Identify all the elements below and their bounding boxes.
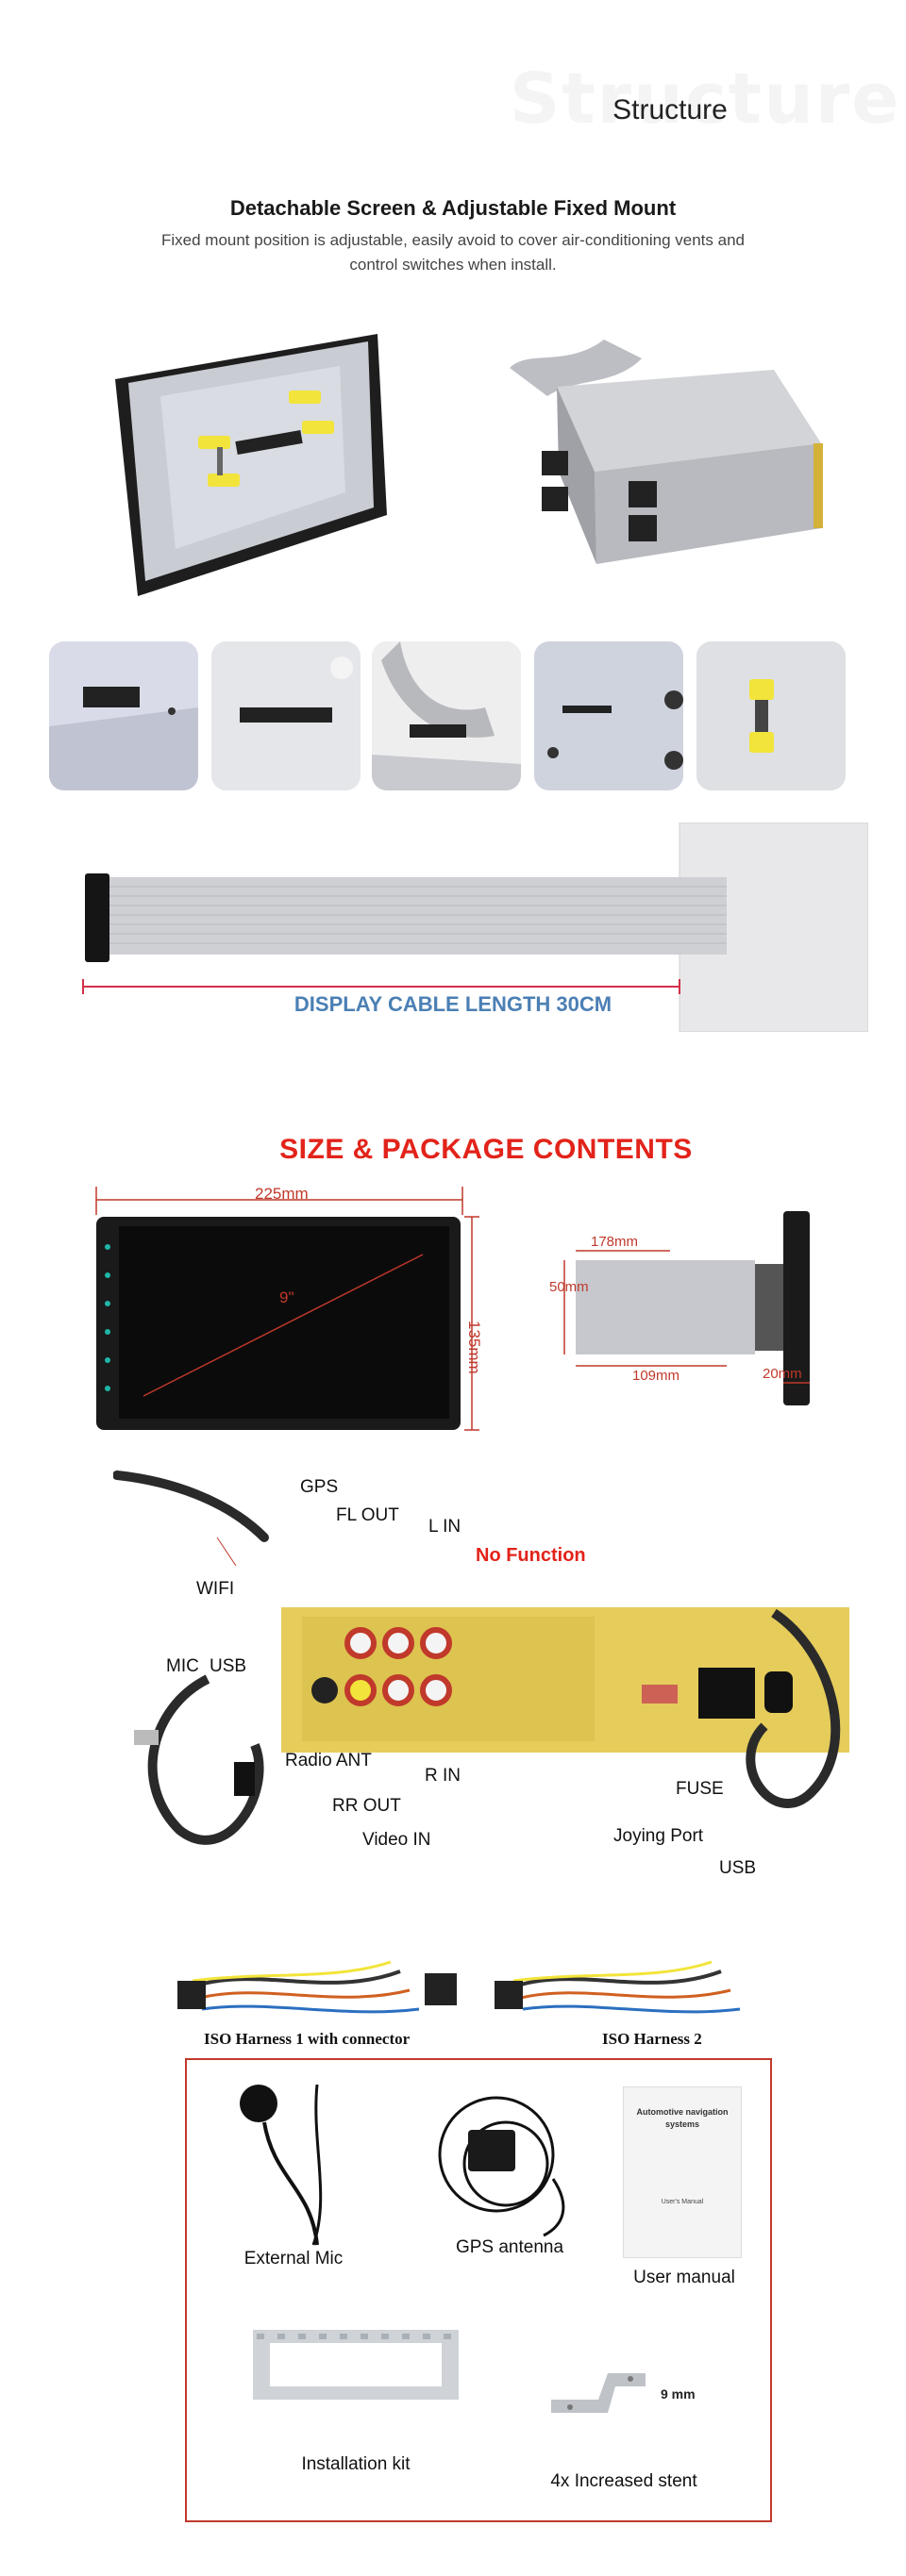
rr-out-label: RR OUT xyxy=(332,1796,401,1816)
detail-thumb-1 xyxy=(49,641,198,790)
wifi-label: WIFI xyxy=(196,1579,235,1599)
size-package-title: SIZE & PACKAGE CONTENTS xyxy=(279,1134,693,1165)
side-dimension-drawing xyxy=(563,1211,810,1405)
section-title: Structure xyxy=(612,94,728,125)
side-height-dimension-label: 50mm xyxy=(549,1279,589,1295)
width-dimension-label: 225mm xyxy=(255,1185,309,1203)
external-mic-icon xyxy=(240,2084,323,2246)
height-dimension-label: 135mm xyxy=(465,1321,483,1374)
joying-port-label: Joying Port xyxy=(613,1826,704,1846)
usb-left-label: USB xyxy=(210,1656,247,1676)
chassis-illustration xyxy=(510,340,823,564)
rear-panel-illustration xyxy=(113,1471,849,1845)
gps-antenna-label: GPS antenna xyxy=(455,2237,564,2257)
fuse-label: FUSE xyxy=(676,1779,724,1799)
package-contents-box xyxy=(185,2058,772,2522)
manual-cover-subtitle: User's Manual xyxy=(661,2199,704,2205)
user-manual-cover: Automotive navigation systems User's Man… xyxy=(623,2086,742,2258)
stent-dimension-label: 9 mm xyxy=(661,2386,696,2401)
increased-stent-label: 4x Increased stent xyxy=(550,2471,697,2491)
thickness-dimension-label: 20mm xyxy=(763,1366,802,1382)
increased-stent-icon xyxy=(551,2373,646,2413)
structure-watermark: Structure xyxy=(510,58,901,140)
gps-port-label: GPS xyxy=(300,1477,339,1497)
bottom-dimension-label: 109mm xyxy=(632,1368,680,1384)
cable-length-caption: DISPLAY CABLE LENGTH 30CM xyxy=(294,992,612,1016)
iso-harness-2-label: ISO Harness 2 xyxy=(602,2030,702,2048)
installation-kit-icon xyxy=(253,2330,459,2400)
user-manual-label: User manual xyxy=(633,2268,735,2287)
detail-thumb-5 xyxy=(696,641,846,790)
detail-thumb-3 xyxy=(372,641,521,790)
mount-description: Fixed mount position is adjustable, easi… xyxy=(160,231,745,274)
radio-ant-label: Radio ANT xyxy=(285,1751,372,1770)
mount-heading: Detachable Screen & Adjustable Fixed Mou… xyxy=(229,196,677,220)
r-in-label: R IN xyxy=(425,1766,461,1786)
video-in-label: Video IN xyxy=(362,1830,431,1850)
no-function-label: No Function xyxy=(476,1545,586,1566)
diagonal-dimension-label: 9" xyxy=(279,1288,294,1306)
fl-out-port-label: FL OUT xyxy=(336,1505,399,1525)
mic-label: MIC xyxy=(166,1656,199,1676)
front-dimension-drawing xyxy=(95,1187,479,1431)
display-cable-illustration xyxy=(82,823,868,1032)
depth-dimension-label: 178mm xyxy=(591,1234,639,1250)
detail-thumb-4 xyxy=(534,641,683,790)
screen-back-illustration xyxy=(115,334,387,596)
usb-right-label: USB xyxy=(719,1858,757,1878)
l-in-port-label: L IN xyxy=(428,1517,461,1537)
gps-antenna-icon xyxy=(438,2096,565,2237)
detail-thumb-2 xyxy=(211,641,361,790)
manual-cover-title: Automotive navigation systems xyxy=(636,2107,729,2129)
iso-harness-1-label: ISO Harness 1 with connector xyxy=(204,2030,411,2048)
external-mic-label: External Mic xyxy=(243,2249,344,2269)
installation-kit-label: Installation kit xyxy=(301,2454,411,2474)
iso-harness-illustration xyxy=(177,1960,741,2014)
